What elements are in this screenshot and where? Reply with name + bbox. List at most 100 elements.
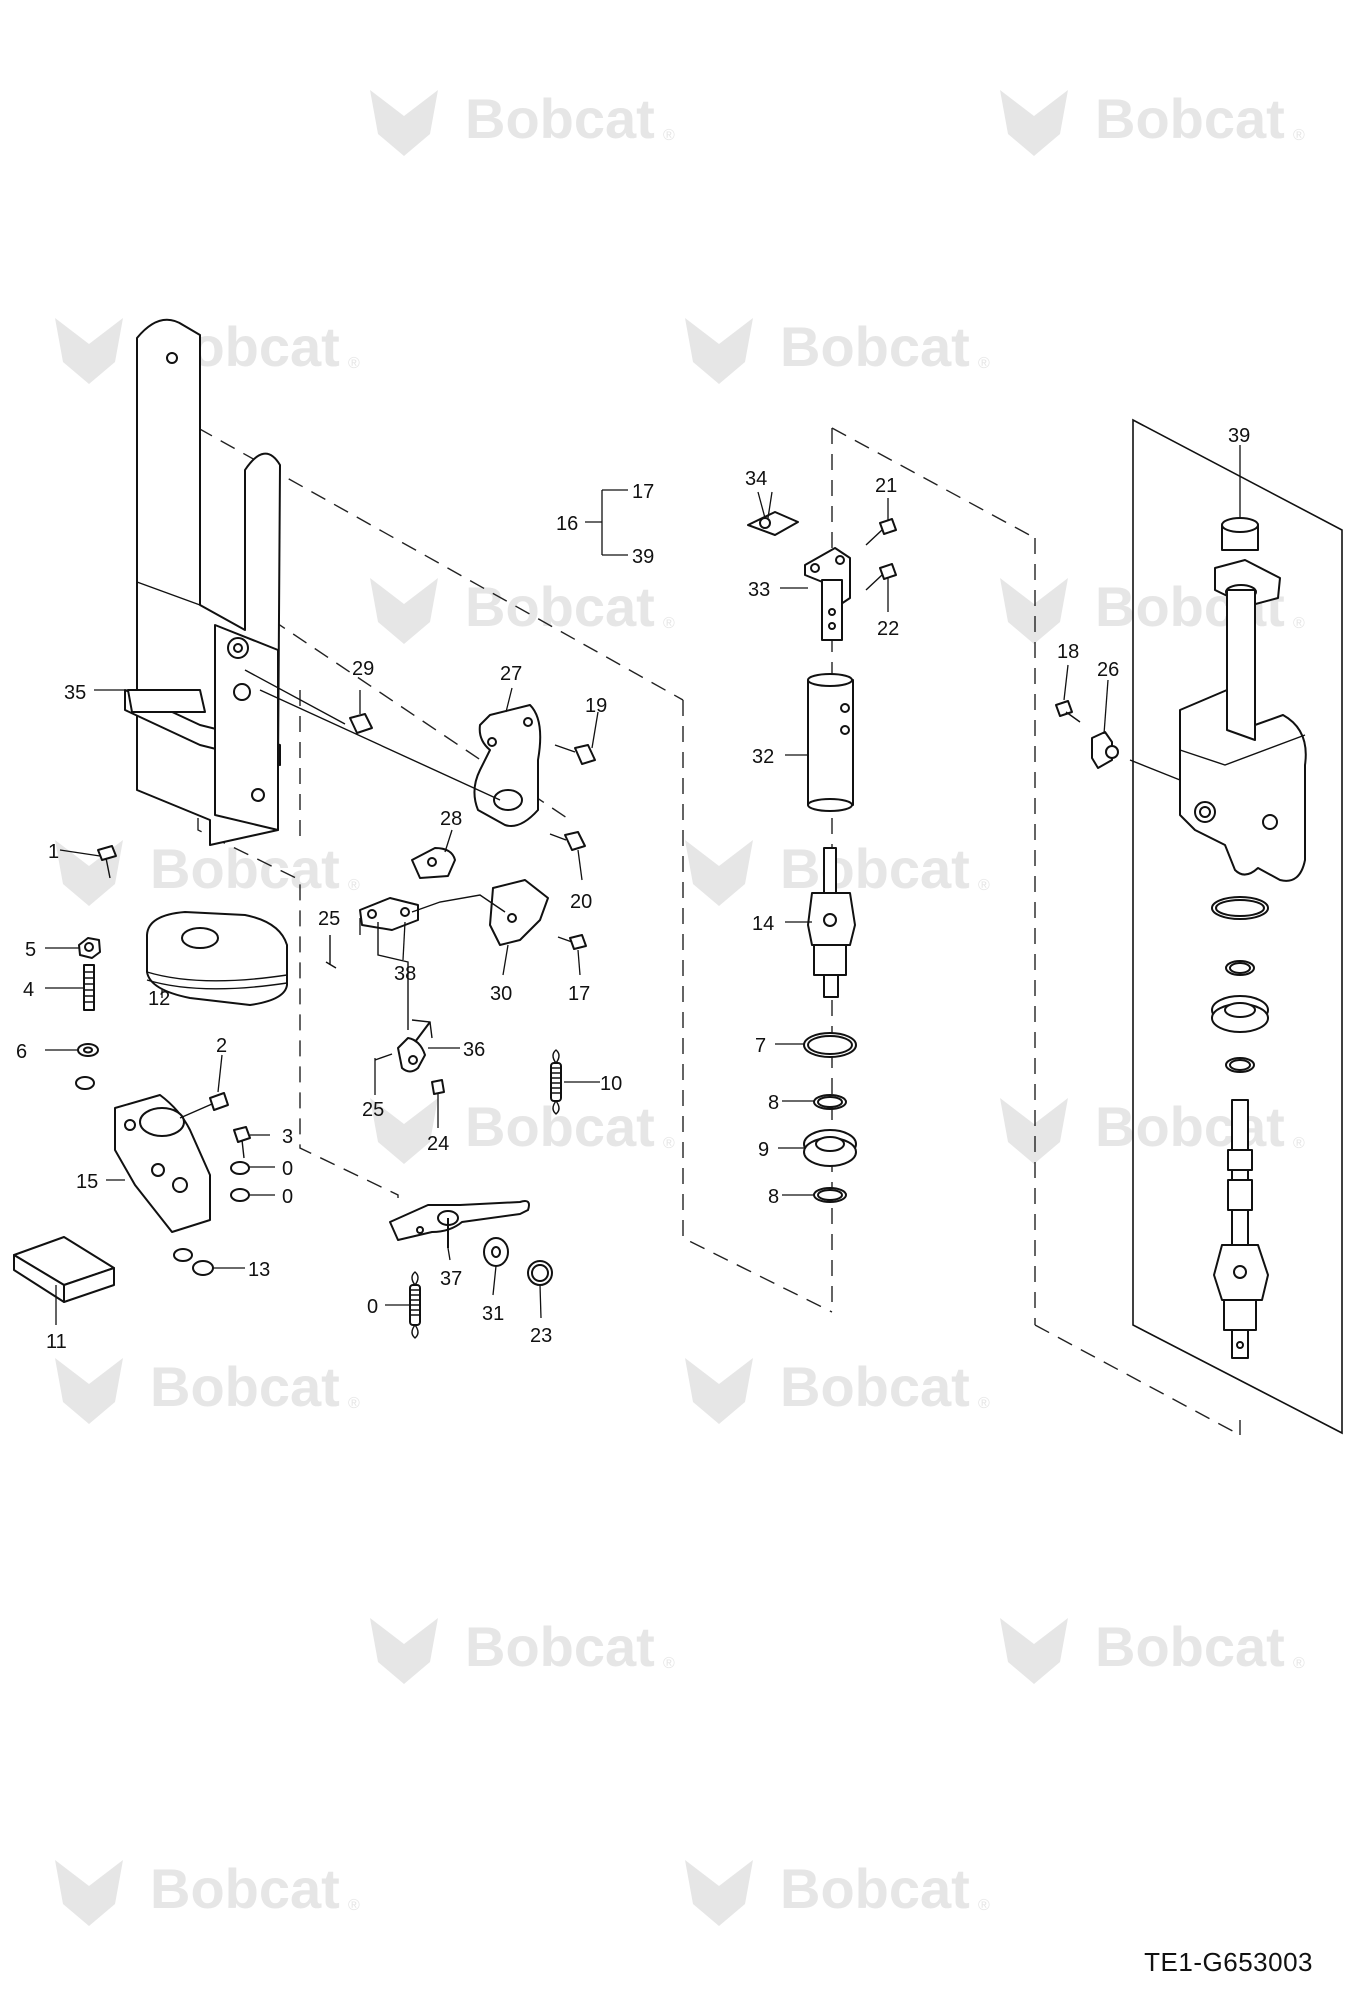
lever-37 (389, 1200, 530, 1248)
watermark: Bobcat ® (685, 1857, 990, 1926)
column-snap-ring (1211, 896, 1269, 920)
part-label-39: 39 (1228, 425, 1250, 447)
ring-8a (813, 1094, 847, 1110)
part-label-8: 8 (768, 1186, 779, 1208)
watermark-text: Bobcat (150, 1355, 340, 1418)
bolt-21 (865, 518, 897, 546)
bracket-28 (411, 847, 456, 879)
bracket-26 (1091, 731, 1119, 769)
watermark: Bobcat ® (370, 87, 675, 156)
block-11 (13, 1236, 115, 1303)
watermark: Bobcat ® (370, 1615, 675, 1684)
pin-25b (374, 1053, 393, 1061)
watermark-text: Bobcat (1095, 1095, 1285, 1158)
plate-34 (747, 511, 799, 536)
watermark: Bobcat ® (55, 837, 360, 906)
stud-4 (83, 964, 95, 1011)
svg-text:®: ® (348, 1897, 360, 1914)
fasteners-left (75, 845, 251, 1276)
part-label-27: 27 (500, 663, 522, 685)
watermark-text: Bobcat (150, 837, 340, 900)
bolt-22 (865, 563, 897, 591)
part-label-26: 26 (1097, 659, 1119, 681)
svg-text:®: ® (348, 877, 360, 894)
washer-0a (230, 1161, 250, 1175)
boot-12 (146, 911, 288, 1006)
linkage-parts (244, 669, 596, 1339)
bolt-3 (233, 1126, 251, 1159)
column-assembly-39 (1055, 517, 1307, 1359)
column-u-joint (1213, 1244, 1269, 1359)
watermark: Bobcat ® (685, 837, 990, 906)
part-label-17: 17 (568, 983, 590, 1005)
column-bearing (1211, 995, 1269, 1033)
watermark-text: Bobcat (780, 837, 970, 900)
bearing-9 (803, 1129, 857, 1167)
svg-text:®: ® (348, 355, 360, 372)
column-ring-lower (1225, 1057, 1255, 1073)
svg-text:®: ® (663, 1655, 675, 1672)
part-label-16: 16 (556, 513, 578, 535)
svg-text:®: ® (978, 1897, 990, 1914)
bolt-2 (179, 1092, 229, 1119)
plate-30 (489, 879, 549, 946)
joint-14 (807, 847, 856, 998)
svg-text:®: ® (978, 877, 990, 894)
link-line (259, 689, 501, 801)
spring-10 (550, 1049, 562, 1115)
svg-text:®: ® (663, 127, 675, 144)
part-label-25: 25 (362, 1099, 384, 1121)
lever-36 (397, 1019, 433, 1073)
svg-text:®: ® (1293, 1655, 1305, 1672)
watermark: Bobcat ® (1000, 87, 1305, 156)
part-label-21: 21 (875, 475, 897, 497)
part-label-11: 11 (46, 1331, 67, 1353)
watermark-text: Bobcat (780, 1857, 970, 1920)
part-label-31: 31 (482, 1303, 504, 1325)
assembly-box-39 (1132, 418, 1343, 1435)
center-column (747, 511, 897, 1203)
part-label-38: 38 (394, 963, 416, 985)
watermark-text: Bobcat (150, 1857, 340, 1920)
column-housing (1129, 689, 1307, 882)
part-label-6: 6 (16, 1041, 27, 1063)
lever-38 (359, 897, 419, 931)
part-label-19: 19 (585, 695, 607, 717)
ring-23 (527, 1260, 553, 1286)
svg-text:®: ® (978, 1395, 990, 1412)
watermark-text: Bobcat (780, 315, 970, 378)
part-label-8: 8 (768, 1092, 779, 1114)
part-label-12: 12 (148, 988, 170, 1010)
part-label-29: 29 (352, 658, 374, 680)
part-label-28: 28 (440, 808, 462, 830)
part-label-22: 22 (877, 618, 899, 640)
part-label-30: 30 (490, 983, 512, 1005)
svg-text:®: ® (1293, 127, 1305, 144)
watermark: Bobcat ® (685, 1355, 990, 1424)
svg-text:®: ® (978, 355, 990, 372)
column-shaft (1227, 1099, 1253, 1246)
part-label-14: 14 (752, 913, 774, 935)
part-label-17: 17 (632, 481, 654, 503)
grommet-13 (173, 1248, 214, 1276)
screw-24 (431, 1079, 445, 1095)
part-label-5: 5 (25, 939, 36, 961)
watermark-text: Bobcat (465, 1095, 655, 1158)
snap-ring-7 (803, 1032, 857, 1058)
pin-25a (325, 935, 337, 969)
bolt-19 (554, 744, 596, 765)
watermark: Bobcat ® (55, 315, 360, 384)
plate-27 (473, 704, 542, 827)
bolt-17b (557, 934, 587, 950)
tube-32 (807, 673, 854, 812)
part-label-25: 25 (318, 908, 340, 930)
leader-lines (45, 445, 1241, 1325)
watermark-text: Bobcat (1095, 87, 1285, 150)
part-label-3: 3 (282, 1126, 293, 1148)
part-label-10: 10 (600, 1073, 622, 1095)
part-label-13: 13 (248, 1259, 270, 1281)
watermark-text: Bobcat (780, 1355, 970, 1418)
svg-text:®: ® (348, 1395, 360, 1412)
spring-0c (409, 1271, 421, 1339)
watermark-layer: Bobcat ® Bobcat ® Bobcat ® Bobcat ® Bobc… (55, 87, 1305, 1926)
